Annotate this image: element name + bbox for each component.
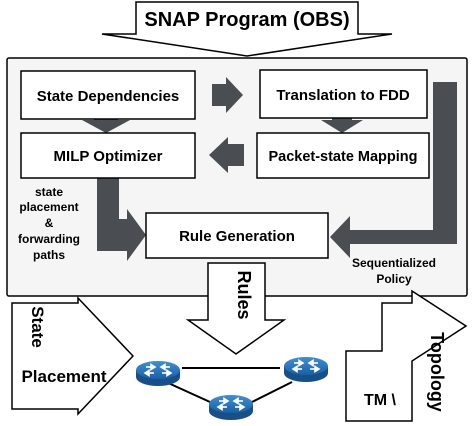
box-translation-to-fdd-label: Translation to FDD	[276, 87, 410, 104]
link-right-bottom	[251, 381, 293, 403]
box-milp-optimizer: MILP Optimizer	[20, 132, 196, 179]
tm-label: TM \	[364, 392, 397, 409]
arrow-deps-to-translation	[212, 77, 243, 113]
input-arrow	[101, 1, 393, 57]
annotation-sequentialized-line: Sequentialized	[352, 256, 436, 270]
topology-label: Topology	[427, 332, 447, 412]
annotation-sequentialized: Sequentialized Policy	[352, 256, 436, 286]
arrow-translation-to-mapping	[321, 112, 363, 133]
annotation-sequentialized-line: Policy	[376, 272, 412, 286]
arrow-milp-to-rule-generation	[97, 178, 146, 261]
router-icon	[208, 394, 254, 421]
rules-arrow	[185, 262, 287, 355]
link-left-bottom	[165, 381, 211, 403]
box-rule-generation: Rule Generation	[145, 212, 329, 259]
internal-arrows	[82, 77, 457, 261]
state-placement-label-line2: Placement	[21, 367, 106, 386]
topology-arrow	[345, 289, 468, 422]
router-icon	[135, 360, 181, 387]
annotation-placement-line: placement	[19, 200, 78, 214]
state-placement-arrow	[11, 296, 135, 416]
input-arrow-label: SNAP Program (OBS)	[144, 9, 349, 31]
box-milp-optimizer-label: MILP Optimizer	[54, 148, 163, 165]
annotation-placement-line: forwarding	[18, 232, 80, 246]
network-links	[165, 367, 293, 403]
annotation-placement: state placement & forwarding paths	[18, 185, 80, 262]
box-state-dependencies-label: State Dependencies	[37, 88, 180, 105]
annotation-placement-line: &	[45, 216, 54, 230]
arrow-mapping-to-milp	[209, 137, 244, 173]
box-packet-state-mapping-label: Packet-state Mapping	[268, 149, 417, 165]
annotation-placement-line: state	[35, 185, 63, 199]
router-icon	[283, 356, 329, 383]
state-placement-label-line1: State	[28, 306, 47, 348]
annotation-placement-line: paths	[33, 248, 65, 262]
box-translation-to-fdd: Translation to FDD	[259, 69, 428, 119]
arrow-sequentialized-to-rule-generation	[330, 82, 457, 258]
rules-label: Rules	[234, 270, 254, 319]
box-rule-generation-label: Rule Generation	[179, 228, 295, 245]
box-packet-state-mapping: Packet-state Mapping	[256, 132, 430, 179]
box-state-dependencies: State Dependencies	[20, 70, 196, 120]
